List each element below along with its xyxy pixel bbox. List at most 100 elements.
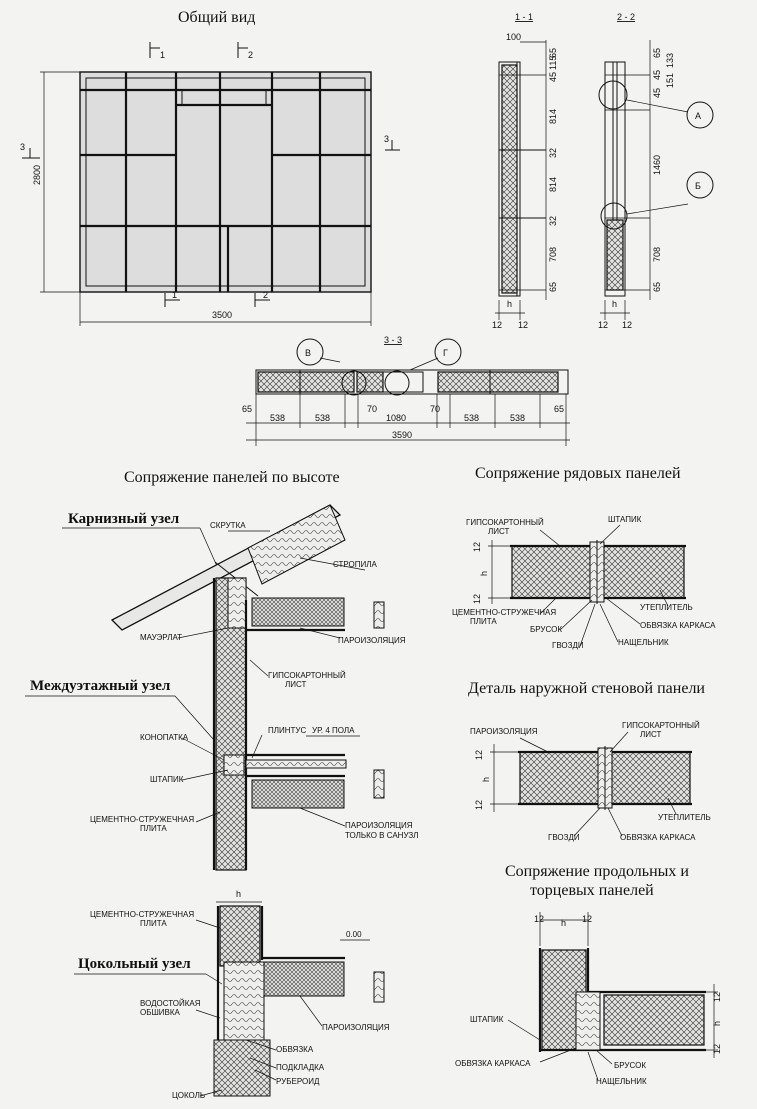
title-long-end-1: Сопряжение продольных и xyxy=(505,863,689,880)
s2-dim-6: 708 xyxy=(652,247,662,262)
s2-bottom-0: 12 xyxy=(598,320,608,330)
label-ur-pola: УР. 4 ПОЛА xyxy=(312,726,355,735)
s2-bottom-2: 12 xyxy=(622,320,632,330)
s1-dim-8: 65 xyxy=(548,282,558,292)
title-floor-node: Междуэтажный узел xyxy=(30,678,171,694)
outer-panel-detail: 12 h 12 ПАРОИЗОЛЯЦИЯ ГИПСОКАРТОННЫЙ ЛИСТ… xyxy=(470,721,711,842)
corner-dim-12d: 12 xyxy=(712,1044,722,1054)
s1-dim-7: 708 xyxy=(548,247,558,262)
general-view: Общий вид 1 2 3 3 1 2 2800 xyxy=(20,9,400,326)
label-csp-1a: ЦЕМЕНТНО-СТРУЖЕЧНАЯ xyxy=(90,815,194,824)
label-csp-3b: ПЛИТА xyxy=(470,617,497,626)
label-obv-karkasa-3: ОБВЯЗКА КАРКАСА xyxy=(455,1059,531,1068)
marker-3-left: 3 xyxy=(20,142,25,152)
s3-dim-3: 70 xyxy=(367,404,377,414)
title-long-end-2: торцевых панелей xyxy=(530,882,654,899)
label-shtapik-1: ШТАПИК xyxy=(150,775,184,784)
corner-dim-12c: 12 xyxy=(712,992,722,1002)
label-gkl-3a: ГИПСОКАРТОННЫЙ xyxy=(622,721,700,730)
label-nashchelnik-2: НАЩЕЛЬНИК xyxy=(596,1077,647,1086)
label-shtapik-2: ШТАПИК xyxy=(608,515,642,524)
marker-1-bottom: 1 xyxy=(172,290,177,300)
label-brusok-2: БРУСОК xyxy=(614,1061,646,1070)
s1-dim-top: 100 xyxy=(506,32,521,42)
node-floor: Междуэтажный узел КОНОПАТКА ПЛИНТУС УР. … xyxy=(25,678,418,840)
label-paroizol-2: ПАРОИЗОЛЯЦИЯ xyxy=(322,1023,390,1032)
label-mauerlat: МАУЭРЛАТ xyxy=(140,633,182,642)
s3-dim-7: 538 xyxy=(510,413,525,423)
title-eaves-node: Карнизный узел xyxy=(68,511,180,527)
callout-v: В xyxy=(305,348,311,358)
section-1-1-title: 1 - 1 xyxy=(515,12,533,22)
label-gkl-3b: ЛИСТ xyxy=(640,730,662,739)
label-gkl-2b: ЛИСТ xyxy=(488,527,510,536)
title-outer-detail: Деталь наружной стеновой панели xyxy=(468,680,705,697)
label-paroizol-3: ПАРОИЗОЛЯЦИЯ xyxy=(470,727,538,736)
label-paro-san-1: ПАРОИЗОЛЯЦИЯ xyxy=(345,821,413,830)
title-base-node: Цокольный узел xyxy=(78,956,191,972)
section-3-3-title: 3 - 3 xyxy=(384,335,402,345)
marker-2-bottom: 2 xyxy=(263,290,268,300)
s2-dim-3: 45 xyxy=(652,88,662,98)
s2-dim-7: 65 xyxy=(652,282,662,292)
label-plintus: ПЛИНТУС xyxy=(268,726,306,735)
marker-2-top: 2 xyxy=(248,50,253,60)
label-podkladka: ПОДКЛАДКА xyxy=(276,1063,325,1072)
label-paroizol-1: ПАРОИЗОЛЯЦИЯ xyxy=(338,636,406,645)
label-obv-karkasa-2: ОБВЯЗКА КАРКАСА xyxy=(620,833,696,842)
dim-gv-width: 3500 xyxy=(212,310,232,320)
label-tsokol: ЦОКОЛЬ xyxy=(172,1091,205,1100)
s2-dim-0: 65 xyxy=(652,48,662,58)
label-brusok-1: БРУСОК xyxy=(530,625,562,634)
label-skrutka: СКРУТКА xyxy=(210,521,246,530)
section-1-1: 1 - 1 100 65 45 115 814 32 814 32 708 65… xyxy=(492,12,558,330)
s3-total: 3590 xyxy=(392,430,412,440)
callout-a: А xyxy=(695,111,701,121)
section-3-3: 3 - 3 В Г 65 538 538 70 1080 70 538 538 xyxy=(242,335,570,446)
title-row-joint: Сопряжение рядовых панелей xyxy=(475,465,681,482)
s3-dim-1: 538 xyxy=(270,413,285,423)
s2-dim-1: 133 xyxy=(665,53,675,68)
label-csp-3a: ЦЕМЕНТНО-СТРУЖЕЧНАЯ xyxy=(452,608,556,617)
label-shtapik-3: ШТАПИК xyxy=(470,1015,504,1024)
label-uteplitel-1: УТЕПЛИТЕЛЬ xyxy=(640,603,693,612)
s2-bottom-1: h xyxy=(612,299,617,309)
label-uteplitel-2: УТЕПЛИТЕЛЬ xyxy=(658,813,711,822)
row-dim-h: h xyxy=(479,571,489,576)
marker-1-top: 1 xyxy=(160,50,165,60)
corner-joint: 12 h 12 12 h 12 ШТАПИК ОБВЯЗКА КАРКАСА Б… xyxy=(455,912,722,1086)
callout-circle-a xyxy=(598,80,628,110)
node-eaves: Карнизный узел СКРУТКА СТРОПИЛА МАУЭРЛАТ… xyxy=(62,504,406,871)
corner-dim-h2: h xyxy=(712,1021,722,1026)
s2-dim-5: 1460 xyxy=(652,155,662,175)
callout-circle-b xyxy=(600,202,628,230)
s1-bottom-1: h xyxy=(507,299,512,309)
dim-gv-height: 2800 xyxy=(32,165,42,185)
s3-dim-8: 65 xyxy=(554,404,564,414)
s1-dim-5: 814 xyxy=(548,177,558,192)
s1-bottom-0: 12 xyxy=(492,320,502,330)
label-gkl-1b: ЛИСТ xyxy=(285,680,307,689)
corner-dim-12a: 12 xyxy=(534,914,544,924)
s1-dim-0: 65 xyxy=(548,48,558,58)
label-gkl-1a: ГИПСОКАРТОННЫЙ xyxy=(268,671,346,680)
label-nashchelnik-1: НАЩЕЛЬНИК xyxy=(618,638,669,647)
s1-dim-4: 32 xyxy=(548,148,558,158)
corner-dim-12b: 12 xyxy=(582,914,592,924)
base-dim-h: h xyxy=(236,889,241,899)
outer-dim-12a: 12 xyxy=(474,750,484,760)
node-base: h 0.00 ЦЕМЕНТНО-СТРУЖЕЧНАЯ ПЛИТА Цокольн… xyxy=(74,889,390,1100)
label-stropila: СТРОПИЛА xyxy=(333,560,378,569)
s1-bottom-2: 12 xyxy=(518,320,528,330)
callout-g: Г xyxy=(443,348,448,358)
general-view-title: Общий вид xyxy=(178,9,255,26)
s3-dim-4: 1080 xyxy=(386,413,406,423)
label-zero: 0.00 xyxy=(346,930,362,939)
s1-dim-2: 115 xyxy=(548,56,558,70)
s1-dim-1: 45 xyxy=(548,72,558,82)
label-konopatka: КОНОПАТКА xyxy=(140,733,189,742)
s3-dim-2: 538 xyxy=(315,413,330,423)
title-height-joint: Сопряжение панелей по высоте xyxy=(124,469,340,486)
s2-dim-4: 151 xyxy=(665,73,675,88)
s1-dim-6: 32 xyxy=(548,216,558,226)
